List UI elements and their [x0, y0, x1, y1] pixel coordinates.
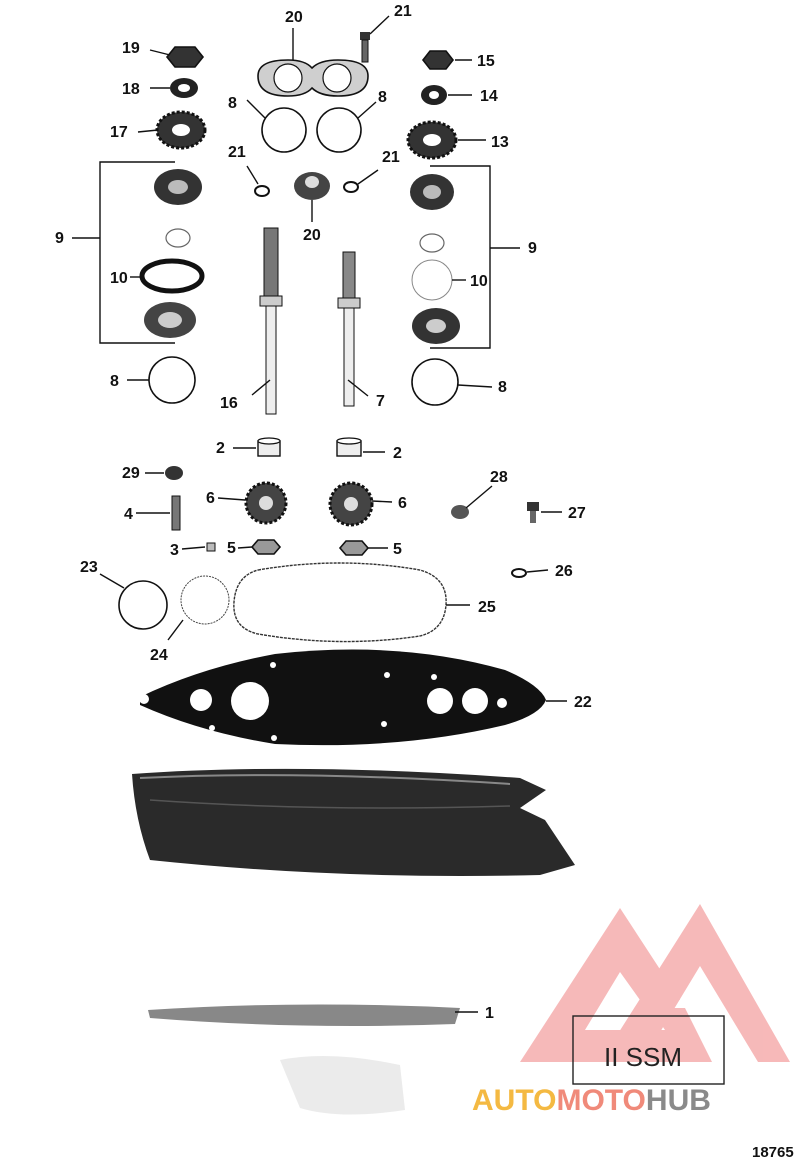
part-23-gasket: [118, 580, 168, 630]
callout-8-upper-right: 8: [378, 89, 387, 106]
part-8-seal-upper-right: [316, 107, 362, 153]
watermark-text: AUTOMOTOHUB: [472, 1084, 711, 1117]
part-14-shaft: [259, 227, 283, 415]
part-5-nut-left: [250, 539, 282, 555]
callout-18: 20: [285, 9, 303, 26]
callout-7: 7: [376, 393, 385, 410]
part-1-base: [148, 1004, 460, 1115]
part-10-oring-right: [411, 259, 453, 301]
callout-20: 20: [303, 227, 321, 244]
part-2-bushing-left: [257, 437, 281, 457]
callout-22: 22: [574, 694, 592, 711]
part-9-bearing-left-top: [154, 169, 202, 205]
part-15-gear: [155, 110, 207, 150]
callout-19: 21: [394, 3, 412, 20]
callout-25: 25: [478, 599, 496, 616]
callout-6-right: 6: [398, 495, 407, 512]
part-18-cover-plate: [257, 59, 369, 97]
part-11-gear: [406, 120, 458, 160]
callout-5-right: 5: [393, 541, 402, 558]
callout-11: 13: [491, 134, 509, 151]
part-22-gasket-plate: [139, 649, 546, 746]
callout-3: 3: [170, 542, 179, 559]
part-28-washer: [451, 505, 469, 519]
part-9-bearing-left-bottom: [144, 302, 196, 338]
part-7-shaft: [337, 251, 361, 407]
watermark-logo: [520, 904, 790, 1062]
part-29-nut: [165, 466, 183, 480]
callout-27: 27: [568, 505, 586, 522]
callout-9-left: 9: [55, 230, 64, 247]
part-9-bearing-right-top: [410, 174, 454, 210]
callout-10-right: 10: [470, 273, 488, 290]
callout-4: 4: [124, 506, 133, 523]
housing-block: [132, 768, 575, 876]
bracket-9-left: [99, 161, 175, 344]
svg-text:AUTOMOTOHUB: AUTOMOTOHUB: [472, 1084, 711, 1117]
callout-17: 19: [122, 40, 140, 57]
part-2-bushing-right: [336, 437, 362, 457]
part-3-pin: [206, 542, 216, 552]
part-26-oring: [511, 568, 527, 578]
callout-24: 24: [150, 647, 168, 664]
callout-12: 14: [480, 88, 498, 105]
part-6-gear-left: [244, 481, 288, 525]
part-27-screw: [527, 502, 539, 523]
part-4-stud: [171, 495, 181, 531]
callout-10-left: 10: [110, 270, 128, 287]
model-label-box: II SSM: [572, 1015, 725, 1085]
watermark-hub: HUB: [646, 1084, 711, 1117]
callout-16: 18: [122, 81, 140, 98]
callout-2-left: 2: [216, 440, 225, 457]
part-9-bearing-right-bottom: [412, 308, 460, 344]
callout-8-upper-left: 8: [228, 95, 237, 112]
part-10-oring-left: [139, 258, 205, 294]
callout-21-right: 21: [382, 149, 400, 166]
callout-6-left: 6: [206, 490, 215, 507]
figure-number: 18765: [752, 1144, 794, 1161]
part-19-bolt: [360, 32, 370, 63]
part-9-race-right: [419, 233, 445, 253]
part-17-nut: [165, 46, 205, 68]
part-24-gasket: [180, 575, 230, 625]
callout-29: 29: [122, 465, 140, 482]
leader-lines: [72, 15, 567, 1013]
part-5-nut-right: [338, 540, 370, 556]
watermark-auto: AUTO: [472, 1084, 556, 1117]
part-6-gear-right: [328, 481, 374, 527]
callout-1: 1: [485, 1005, 494, 1022]
callout-14: 16: [220, 395, 238, 412]
part-8-seal-upper-left: [261, 107, 307, 153]
callout-21-left: 21: [228, 144, 246, 161]
callout-13: 15: [477, 53, 495, 70]
model-label-text: II SSM: [604, 1042, 682, 1072]
callout-9-right: 9: [528, 240, 537, 257]
part-21-oring-left: [254, 185, 270, 197]
callout-28: 28: [490, 469, 508, 486]
callout-5-left: 5: [227, 540, 236, 557]
part-20-housing: [294, 172, 330, 200]
part-8-seal-right: [411, 358, 459, 406]
part-13-nut: [421, 50, 455, 70]
part-9-race-left: [165, 228, 191, 248]
watermark-moto: MOTO: [556, 1084, 645, 1117]
part-8-seal-left: [148, 356, 196, 404]
callout-15: 17: [110, 124, 128, 141]
callout-26: 26: [555, 563, 573, 580]
callout-2-right: 2: [393, 445, 402, 462]
callout-23: 23: [80, 559, 98, 576]
callout-labels: 20 21 19 18 17 15 14 13 8 8 21 21 20 9 9…: [55, 3, 592, 1022]
callout-8-left: 8: [110, 373, 119, 390]
callout-8-right: 8: [498, 379, 507, 396]
part-25-gasket: [233, 562, 447, 643]
part-21-oring-right: [343, 181, 359, 193]
bracket-9-right: [430, 165, 491, 349]
